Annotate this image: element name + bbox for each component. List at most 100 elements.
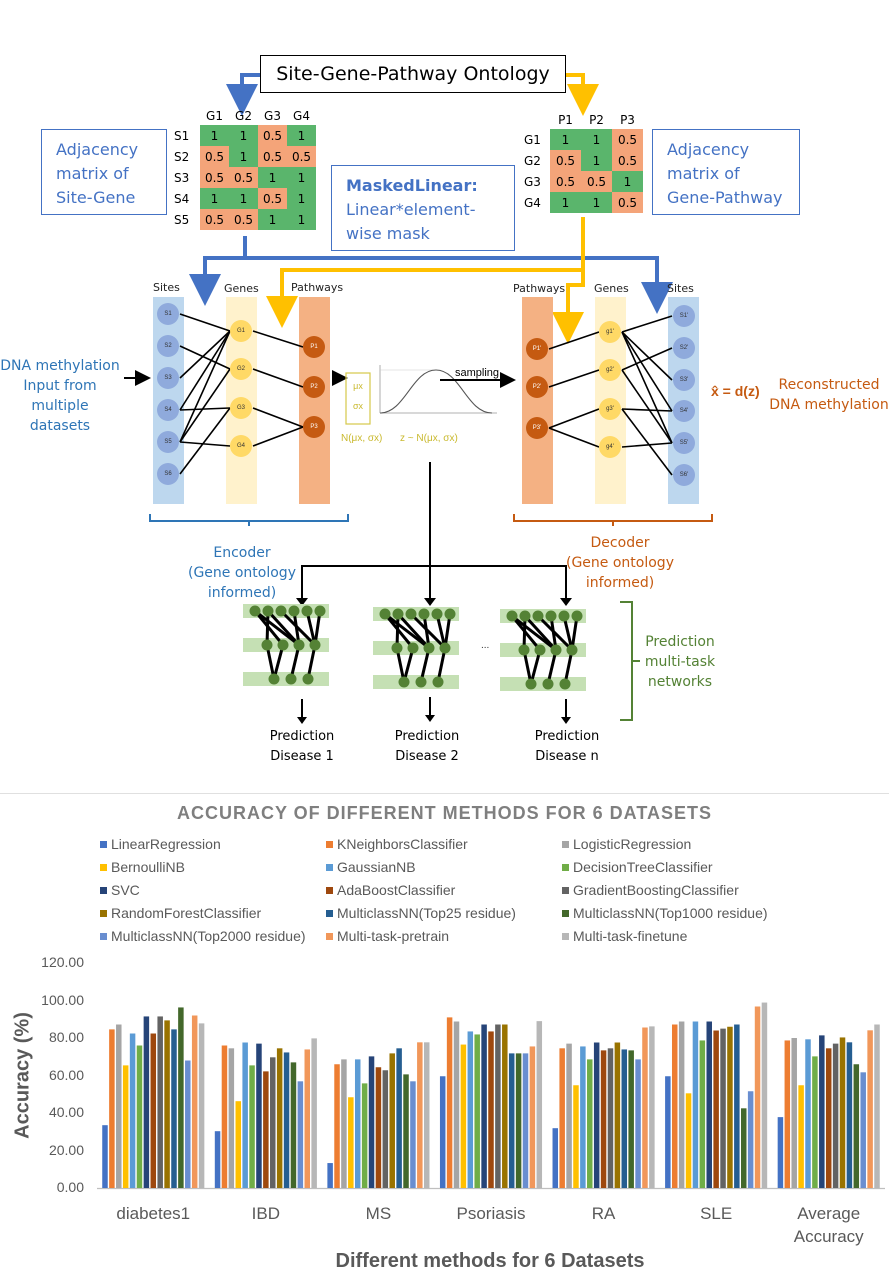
decoder-gene-node: g4': [599, 436, 621, 458]
bar-multiclassnn-top2000-residue--ra: [635, 1059, 641, 1188]
chart-title: ACCURACY OF DIFFERENT METHODS FOR 6 DATA…: [176, 803, 712, 823]
sampling-label: sampling: [455, 367, 500, 379]
legend-swatch-icon: [562, 863, 569, 871]
legend-label: Multi-task-pretrain: [337, 928, 450, 944]
bar-multiclassnn-top25-residue--sle: [734, 1024, 740, 1188]
bar-decisiontreeclassifier-psoriasis: [474, 1034, 480, 1188]
encoder-pathway-node: P3: [303, 416, 325, 438]
bar-multi-task-pretrain-sle: [754, 1006, 761, 1188]
mu-label: μx: [353, 381, 363, 391]
z-sample-label: z ~ N(μx, σx): [400, 433, 458, 444]
site_gene_matrix-cell: 1: [200, 188, 229, 209]
legend-swatch-icon: [326, 909, 333, 917]
bar-multi-task-pretrain-psoriasis: [529, 1046, 536, 1188]
bar-multi-task-finetune-diabetes1: [198, 1023, 205, 1188]
site_gene_matrix-row-header: S2: [172, 146, 200, 167]
prediction-network-icon: [243, 604, 329, 686]
bar-multiclassnn-top1000-residue--ra: [628, 1050, 634, 1188]
prediction-networks-label: Prediction multi-task networks: [644, 634, 716, 690]
section-divider: [0, 793, 889, 794]
gene_pathway_matrix-cell: 1: [612, 171, 643, 192]
decoder-site-node: S6': [673, 464, 695, 486]
site_gene_matrix-cell: 0.5: [200, 209, 229, 230]
bar-multiclassnn-top1000-residue--ms: [403, 1074, 409, 1188]
bar-multi-task-pretrain-ms: [417, 1042, 423, 1188]
bar-svc-ibd: [256, 1043, 262, 1188]
x-tick-label: Psoriasis: [456, 1204, 526, 1223]
bar-multi-task-finetune-ibd: [311, 1038, 317, 1188]
legend-swatch-icon: [326, 886, 333, 894]
site_gene_matrix-col-header: G3: [264, 108, 281, 123]
bar-gradientboostingclassifier-average-accuracy: [832, 1043, 839, 1188]
encoder-gene-node: G1: [230, 320, 252, 342]
encoder-pathways-label: Pathways: [291, 281, 344, 294]
gene_pathway_matrix-cell: 0.5: [612, 150, 643, 171]
distribution-label: N(μx, σx): [341, 433, 383, 444]
legend-swatch-icon: [100, 863, 107, 871]
legend-item: KNeighborsClassifier: [326, 836, 468, 852]
gene_pathway_matrix-col-header: P3: [620, 112, 635, 127]
bar-gaussiannb-diabetes1: [129, 1033, 136, 1188]
bar-gradientboostingclassifier-sle: [720, 1028, 726, 1188]
legend-item: Multi-task-finetune: [562, 928, 687, 944]
site_gene_matrix-cell: 0.5: [258, 125, 287, 146]
masked-linear-title: MaskedLinear:: [346, 176, 478, 195]
decoder-gene-node: g1': [599, 321, 621, 343]
legend-swatch-icon: [562, 840, 569, 848]
bar-bernoullinb-ra: [573, 1085, 579, 1188]
site_gene_matrix-cell: 0.5: [200, 167, 229, 188]
legend-item: RandomForestClassifier: [100, 905, 261, 921]
prediction-network-icon: [373, 607, 459, 689]
gene_pathway_matrix-cell: 1: [581, 192, 612, 213]
site_gene_matrix-cell: 1: [229, 188, 258, 209]
bar-multiclassnn-top2000-residue--ibd: [297, 1081, 304, 1188]
legend-item: MulticlassNN(Top25 residue): [326, 905, 516, 921]
arrow-gene-pathway-to-decoder: [552, 270, 585, 344]
legend-label: GradientBoostingClassifier: [573, 882, 739, 898]
bar-decisiontreeclassifier-diabetes1: [136, 1045, 143, 1188]
legend-label: AdaBoostClassifier: [337, 882, 456, 898]
arrow-ontology-to-site-gene: [226, 73, 260, 116]
bar-svc-ra: [593, 1042, 600, 1188]
legend-item: GaussianNB: [326, 859, 416, 875]
decoder-sites-label: Sites: [667, 282, 694, 295]
ellipsis: ...: [481, 640, 490, 651]
legend-label: MulticlassNN(Top1000 residue): [573, 905, 768, 921]
y-tick-label: 60.00: [48, 1066, 84, 1083]
bar-logisticregression-diabetes1: [116, 1024, 122, 1188]
bar-decisiontreeclassifier-ra: [587, 1059, 593, 1188]
site_gene_matrix-cell: 0.5: [229, 209, 258, 230]
bar-randomforestclassifier-ibd: [276, 1048, 283, 1188]
encoder-gene-node: G2: [230, 358, 252, 380]
encoder-site-node: S5: [157, 431, 179, 453]
gene_pathway_matrix-cell: 1: [550, 129, 581, 150]
encoder-site-node: S1: [157, 303, 179, 325]
bar-gaussiannb-average-accuracy: [805, 1039, 811, 1188]
encoder-pathway-node: P2: [303, 376, 325, 398]
legend-item: BernoulliNB: [100, 859, 185, 875]
site_gene_matrix-cell: 1: [258, 209, 287, 230]
bar-multiclassnn-top1000-residue--psoriasis: [515, 1053, 522, 1188]
input-label: DNA methylation Input from multiple data…: [0, 358, 120, 434]
bar-logisticregression-ms: [341, 1059, 347, 1188]
masked-linear-note: MaskedLinear: Linear*element- wise mask: [331, 165, 515, 251]
encoder-sites-label: Sites: [153, 281, 180, 294]
output-formula: x̂ = d(z): [711, 383, 760, 399]
bar-multi-task-finetune-ra: [649, 1026, 655, 1188]
legend-item: Multi-task-pretrain: [326, 928, 449, 944]
site_gene_matrix-cell: 1: [287, 167, 316, 188]
bar-multiclassnn-top25-residue--ibd: [283, 1052, 290, 1188]
site_gene_matrix-row-header: S3: [172, 167, 200, 188]
bar-gradientboostingclassifier-psoriasis: [495, 1024, 501, 1188]
site_gene_matrix-cell: 0.5: [229, 167, 258, 188]
bar-bernoullinb-ms: [348, 1097, 354, 1188]
bar-multi-task-finetune-sle: [761, 1002, 768, 1188]
decoder-pathway-node: P2': [526, 376, 548, 398]
prediction-disease-n: Prediction Disease n: [534, 729, 600, 764]
bar-bernoullinb-psoriasis: [460, 1044, 467, 1188]
y-tick-label: 0.00: [56, 1179, 84, 1195]
legend-label: DecisionTreeClassifier: [573, 859, 713, 875]
